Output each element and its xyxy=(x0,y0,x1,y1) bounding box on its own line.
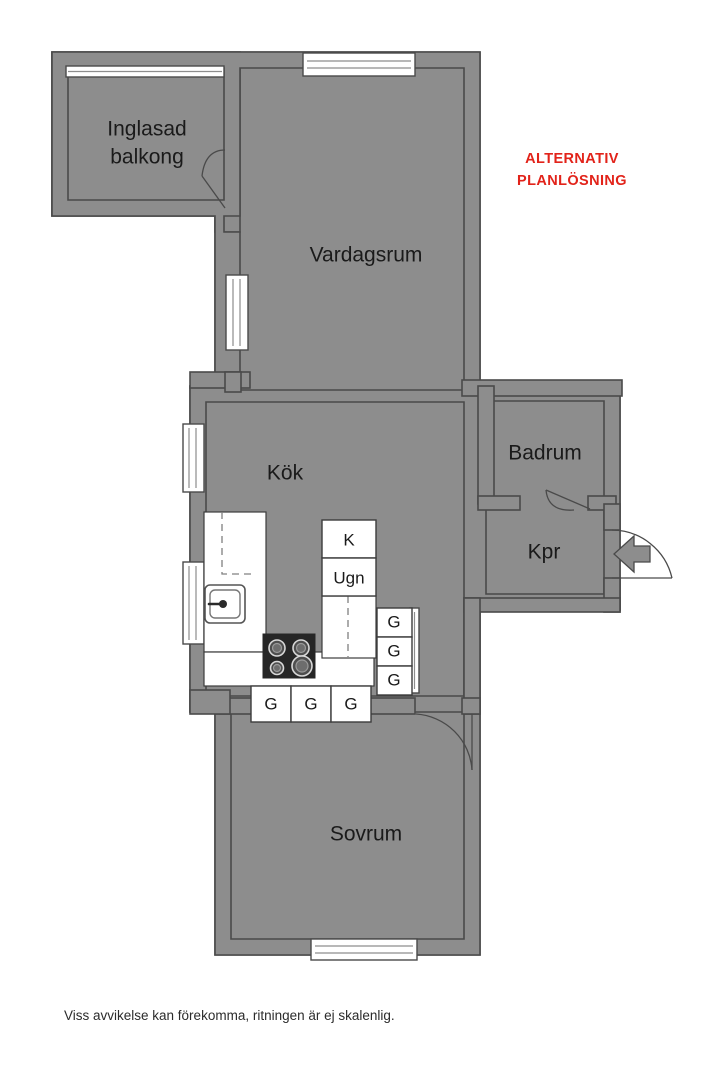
room-label-kpr: Kpr xyxy=(528,541,561,564)
wall-badrum-left xyxy=(477,385,495,505)
counter-left xyxy=(203,511,267,653)
window-vardagsrum-left xyxy=(225,274,249,351)
window-vardagsrum-top xyxy=(302,52,416,77)
door-sovrum xyxy=(415,713,473,771)
disclaimer-caption: Viss avvikelse kan förekomma, ritningen … xyxy=(64,1008,395,1023)
alternative-layout-annotation: ALTERNATIV PLANLÖSNING xyxy=(517,151,627,189)
cabinet-fridge-label: K xyxy=(343,530,355,549)
cabinet-oven xyxy=(321,557,377,597)
room-label-vardagsrum: Vardagsrum xyxy=(310,244,423,267)
cooktop-icon xyxy=(262,633,316,679)
sink-icon xyxy=(204,584,246,624)
doors xyxy=(201,149,673,771)
wall-badrum-bottom-left xyxy=(477,495,521,511)
window-kok-left-lower xyxy=(182,561,205,645)
cabinet-oven-label: Ugn xyxy=(333,568,364,587)
room-label-kok: Kök xyxy=(267,462,304,485)
cabinet-g-bottom-1-label: G xyxy=(264,694,277,713)
annotation-line-2: PLANLÖSNING xyxy=(517,172,627,189)
cabinet-g-bottom-2 xyxy=(290,685,332,723)
cabinet-g-bottom-2-label: G xyxy=(304,694,317,713)
walls xyxy=(51,51,623,956)
cabinet-g-right-1 xyxy=(376,607,413,638)
kitchen-counters xyxy=(203,511,377,687)
cabinet-g-bottom-3 xyxy=(330,685,372,723)
cabinet-fridge xyxy=(321,519,377,559)
wall-kpr-right-upper xyxy=(603,503,621,531)
room-label-badrum: Badrum xyxy=(508,442,582,465)
cabinet-g-bottom-1 xyxy=(250,685,292,723)
wall-stub-kok-corner xyxy=(224,371,242,393)
window-sovrum-bottom xyxy=(310,938,418,961)
cabinet-g-right-2-label: G xyxy=(387,641,400,660)
window-kok-left-upper xyxy=(182,423,205,493)
wall-sovrum-top-right xyxy=(461,697,481,715)
door-balkong xyxy=(201,149,226,209)
room-labels: Inglasad balkong Vardagsrum Kök Badrum K… xyxy=(107,118,581,846)
wall-badrum-top xyxy=(461,379,623,397)
cabinet-g-right-3-label: G xyxy=(387,670,400,689)
annotation-line-1: ALTERNATIV xyxy=(525,151,619,167)
room-label-sovrum: Sovrum xyxy=(330,823,402,846)
door-entrance xyxy=(611,529,673,579)
room-label-balkong-line1: Inglasad xyxy=(107,118,186,141)
entrance-arrow-icon xyxy=(613,534,651,574)
cabinet-g-right-2 xyxy=(376,636,413,667)
cabinet-g-bottom-3-label: G xyxy=(344,694,357,713)
room-label-balkong-line2: balkong xyxy=(110,146,184,169)
counter-oven-below xyxy=(321,595,377,659)
wall-kok-bottom-jog xyxy=(189,689,231,715)
cabinet-g-right-1-label: G xyxy=(387,612,400,631)
wall-kpr-bottom xyxy=(463,597,621,613)
cabinet-g-right-3 xyxy=(376,665,413,696)
window-balkong-top xyxy=(65,65,225,78)
door-badrum xyxy=(545,489,591,511)
cabinet-boxes: K Ugn G G G G G G xyxy=(250,519,413,723)
counter-dash-left xyxy=(221,512,252,575)
wall-kpr-left-lower xyxy=(463,597,481,715)
